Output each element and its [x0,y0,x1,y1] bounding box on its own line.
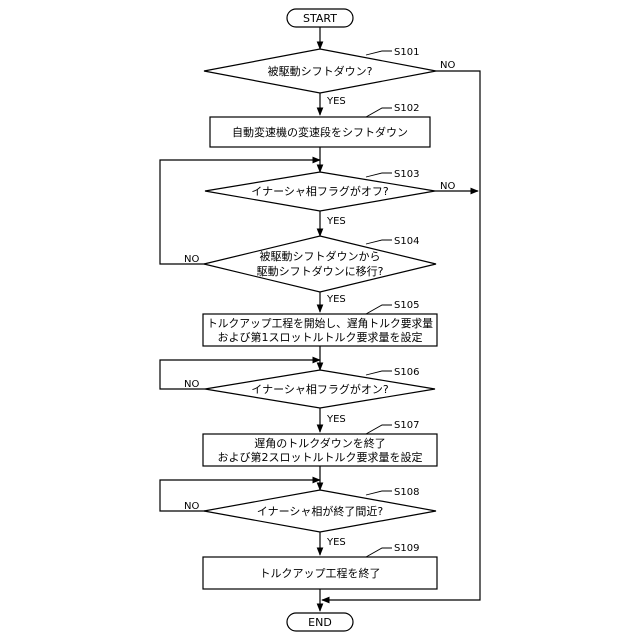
s109-step-label: S109 [394,543,419,554]
start-terminal: START [287,9,353,27]
s101-step-label: S101 [394,47,419,58]
s103-text: イナーシャ相フラグがオフ? [251,184,389,198]
end-label: END [308,616,332,629]
s104-step-label: S104 [394,236,419,247]
s108-step-label: S108 [394,487,419,498]
s101-text: 被駆動シフトダウン? [268,64,373,78]
s108-yes-label: YES [326,537,346,548]
s107-text-line1: 遅角のトルクダウンを終了 [254,436,386,450]
s106-text: イナーシャ相フラグがオン? [251,382,389,396]
s103-step-label: S103 [394,169,419,180]
s102-step-label: S102 [394,103,419,114]
s105-text-line2: および第1スロットルトルク要求量を設定 [218,330,423,344]
s104-text-line1: 被駆動シフトダウンから [260,249,381,263]
end-terminal: END [287,613,353,631]
s104-yes-label: YES [326,294,346,305]
s106-step-label: S106 [394,367,419,378]
s103-yes-label: YES [326,216,346,227]
s109-text: トルクアップ工程を終了 [260,566,381,580]
s106-no-label: NO [184,379,199,390]
s107-step-label: S107 [394,420,419,431]
decision-s103: イナーシャ相フラグがオフ? S103 [205,169,435,211]
start-label: START [303,12,337,25]
s108-text: イナーシャ相が終了間近? [257,504,384,518]
decision-s106: イナーシャ相フラグがオン? S106 [205,367,435,408]
s107-text-line2: および第2スロットルトルク要求量を設定 [218,450,423,464]
s108-no-label: NO [184,501,199,512]
s105-step-label: S105 [394,300,419,311]
s105-text-line1: トルクアップ工程を開始し、遅角トルク要求量 [207,316,433,330]
s103-no-label: NO [440,181,455,192]
s104-no-label: NO [184,254,199,265]
s101-yes-label: YES [326,96,346,107]
s104-text-line2: 駆動シフトダウンに移行? [257,264,384,278]
decision-s108: イナーシャ相が終了間近? S108 [204,487,436,532]
s101-no-label: NO [440,60,455,71]
decision-s101: 被駆動シフトダウン? S101 [204,47,436,93]
s106-yes-label: YES [326,414,346,425]
decision-s104: 被駆動シフトダウンから 駆動シフトダウンに移行? S104 [204,236,436,292]
s102-text: 自動変速機の変速段をシフトダウン [232,125,408,139]
